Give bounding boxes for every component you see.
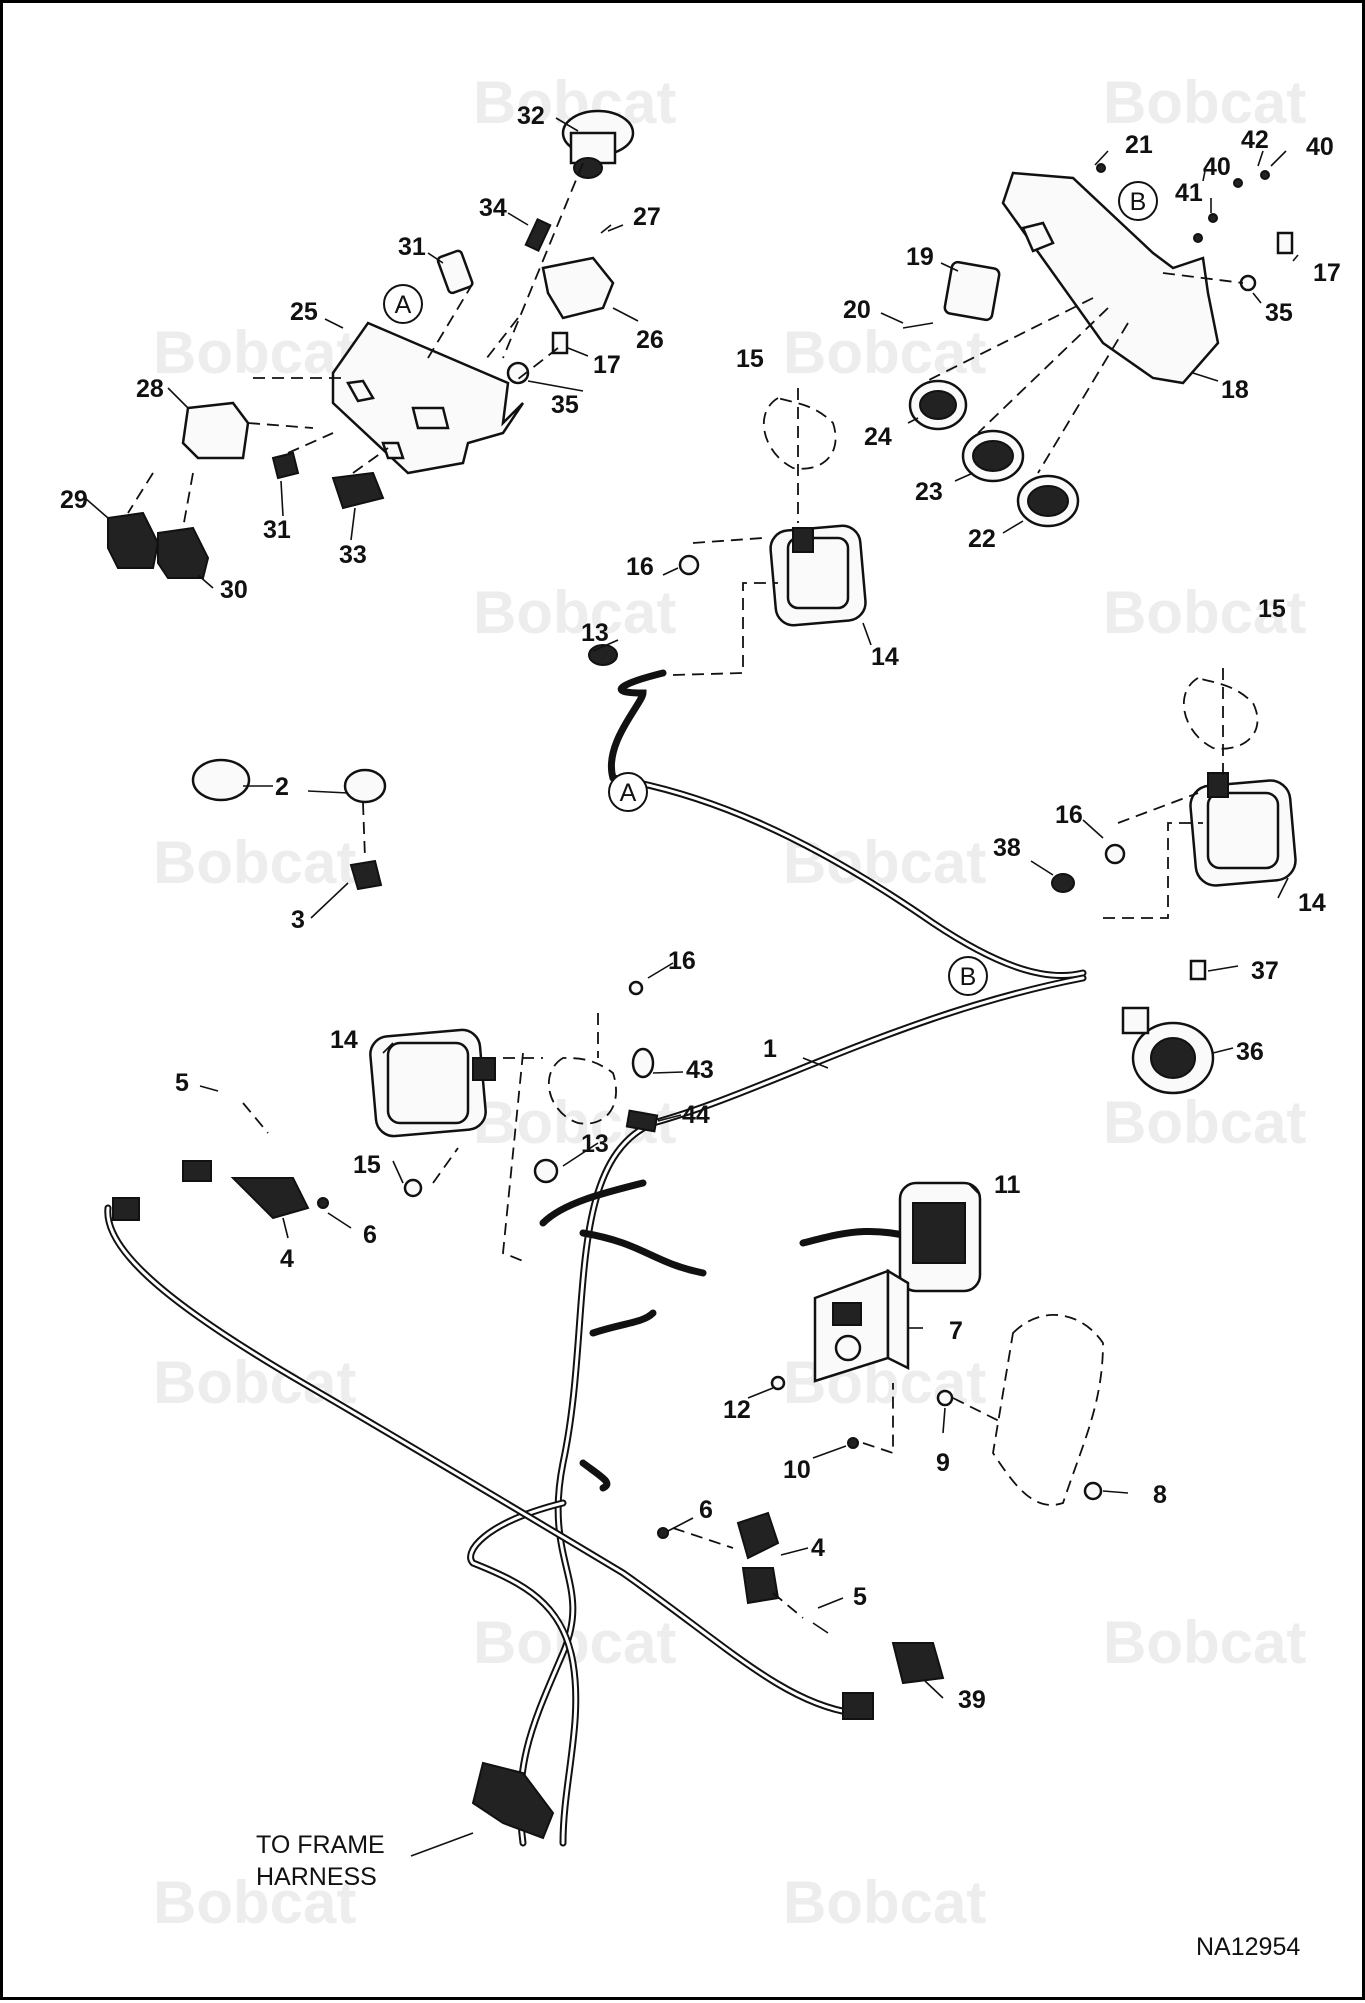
work-light-upper <box>588 388 867 676</box>
frame-harness-note-line2: HARNESS <box>256 1863 377 1891</box>
label-35-right: 35 <box>1265 299 1293 327</box>
label-24: 24 <box>864 423 892 451</box>
label-43: 43 <box>686 1056 714 1084</box>
label-31-lower: 31 <box>263 516 291 544</box>
callouts: A B A B <box>383 181 1158 996</box>
diagram-code: NA12954 <box>1196 1933 1300 1961</box>
label-16-right: 16 <box>1055 801 1083 829</box>
callout-b-upper: B <box>1130 188 1147 216</box>
label-29: 29 <box>60 486 88 514</box>
label-37: 37 <box>1251 957 1279 985</box>
label-41: 41 <box>1175 179 1203 207</box>
gauge-panel-b-assembly <box>902 163 1294 528</box>
label-26: 26 <box>636 326 664 354</box>
label-16-upper: 16 <box>626 553 654 581</box>
label-2: 2 <box>275 773 289 801</box>
watermark: Bobcat <box>473 579 676 646</box>
watermark: Bobcat <box>1103 1609 1306 1676</box>
label-14-right: 14 <box>1298 889 1326 917</box>
label-15-left: 15 <box>353 1151 381 1179</box>
leader-lines <box>84 117 1299 1857</box>
label-25: 25 <box>290 298 318 326</box>
label-40-left: 40 <box>1203 153 1231 181</box>
label-15-upper: 15 <box>736 345 764 373</box>
label-8: 8 <box>1153 1481 1167 1509</box>
label-42: 42 <box>1241 126 1269 154</box>
label-22: 22 <box>968 525 996 553</box>
label-11: 11 <box>994 1171 1021 1199</box>
label-33: 33 <box>339 541 367 569</box>
watermark: Bobcat <box>153 829 356 896</box>
label-14-upper: 14 <box>871 643 899 671</box>
watermark: Bobcat <box>783 829 986 896</box>
watermark: Bobcat <box>1103 579 1306 646</box>
label-16-lower: 16 <box>668 947 696 975</box>
label-44: 44 <box>682 1101 710 1129</box>
work-light-left <box>369 980 644 1264</box>
watermark: Bobcat <box>153 1869 356 1936</box>
label-4-upper: 4 <box>280 1245 294 1273</box>
work-light-right <box>1051 668 1297 919</box>
label-6-lower: 6 <box>699 1496 713 1524</box>
watermark: Bobcat <box>1103 1089 1306 1156</box>
label-14-left: 14 <box>330 1026 358 1054</box>
watermark: Bobcat <box>783 1869 986 1936</box>
callout-a-lower: A <box>620 779 637 807</box>
label-6-upper: 6 <box>363 1221 377 1249</box>
label-23: 23 <box>915 478 943 506</box>
label-30: 30 <box>220 576 248 604</box>
label-4-lower: 4 <box>811 1534 825 1562</box>
label-13-lower: 13 <box>581 1130 609 1158</box>
label-38: 38 <box>993 834 1021 862</box>
label-10: 10 <box>783 1456 811 1484</box>
label-9: 9 <box>936 1449 950 1477</box>
label-18: 18 <box>1221 376 1249 404</box>
label-34: 34 <box>479 194 507 222</box>
callout-a-upper: A <box>395 291 412 319</box>
label-27: 27 <box>633 203 661 231</box>
label-17-left: 17 <box>593 351 621 379</box>
switch-panel-a-assembly <box>107 109 635 579</box>
label-28: 28 <box>136 375 164 403</box>
label-5-upper: 5 <box>175 1069 189 1097</box>
label-12: 12 <box>723 1396 751 1424</box>
watermark: Bobcat <box>1103 69 1306 136</box>
label-19: 19 <box>906 243 934 271</box>
part-labels: 32 34 27 31 25 26 17 35 28 29 30 31 33 2… <box>60 102 1341 1714</box>
watermark: Bobcat <box>783 319 986 386</box>
label-35-left: 35 <box>551 391 579 419</box>
label-31-upper: 31 <box>398 233 426 261</box>
wire-harness <box>104 669 1087 1847</box>
label-3: 3 <box>291 906 305 934</box>
label-20: 20 <box>843 296 871 324</box>
label-40-right: 40 <box>1306 133 1334 161</box>
label-21: 21 <box>1125 131 1153 159</box>
watermark: Bobcat <box>153 1349 356 1416</box>
callout-b-lower: B <box>960 963 977 991</box>
label-5-lower: 5 <box>853 1583 867 1611</box>
frame-harness-note-line1: TO FRAME <box>256 1831 385 1859</box>
misc-parts <box>112 758 1215 1840</box>
label-1: 1 <box>763 1035 777 1063</box>
label-32: 32 <box>517 102 545 130</box>
parts-diagram: Bobcat Bobcat Bobcat Bobcat Bobcat Bobca… <box>60 69 1341 1961</box>
label-17-right: 17 <box>1313 259 1341 287</box>
label-36: 36 <box>1236 1038 1264 1066</box>
label-7: 7 <box>949 1317 963 1345</box>
label-13-upper: 13 <box>581 619 609 647</box>
watermark: Bobcat <box>153 319 356 386</box>
label-15-right: 15 <box>1258 595 1286 623</box>
key-switch <box>561 109 635 179</box>
label-39: 39 <box>958 1686 986 1714</box>
